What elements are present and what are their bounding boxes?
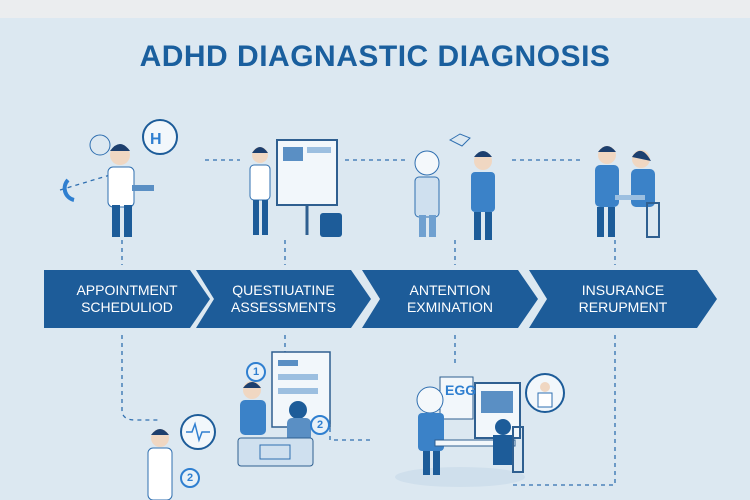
step-number-badge: 2: [310, 415, 330, 435]
attention-exam-illustration: [414, 133, 495, 240]
questionnaire-illustration: [237, 351, 331, 467]
step-line2: SCHEDULIOD: [81, 299, 173, 315]
step-line1: ANTENTION: [409, 282, 491, 298]
assessment-board-illustration: [249, 139, 342, 237]
step-line2: RERUPMENT: [578, 299, 668, 315]
insurance-meeting-illustration: [595, 146, 660, 238]
doctor-illustration: H: [62, 119, 178, 237]
step-line2: EXMINATION: [406, 299, 494, 315]
step-line1: QUESTIUATINE: [232, 282, 335, 298]
step-line2: ASSESSMENTS: [230, 299, 337, 315]
step-line1: APPOINTMENT: [76, 282, 178, 298]
eeg-exam-illustration: [395, 373, 565, 487]
step-line1: INSURANCE: [581, 282, 665, 298]
top-bar: [0, 0, 750, 18]
svg-text:H: H: [150, 131, 162, 148]
step-number-badge: 1: [246, 362, 266, 382]
step-number-badge: 2: [180, 468, 200, 488]
page-title: ADHD DIAGNASTIC DIAGNOSIS: [139, 40, 611, 73]
doctor-ecg-illustration: [147, 414, 216, 500]
eeg-monitor-label: EGG: [445, 382, 477, 398]
